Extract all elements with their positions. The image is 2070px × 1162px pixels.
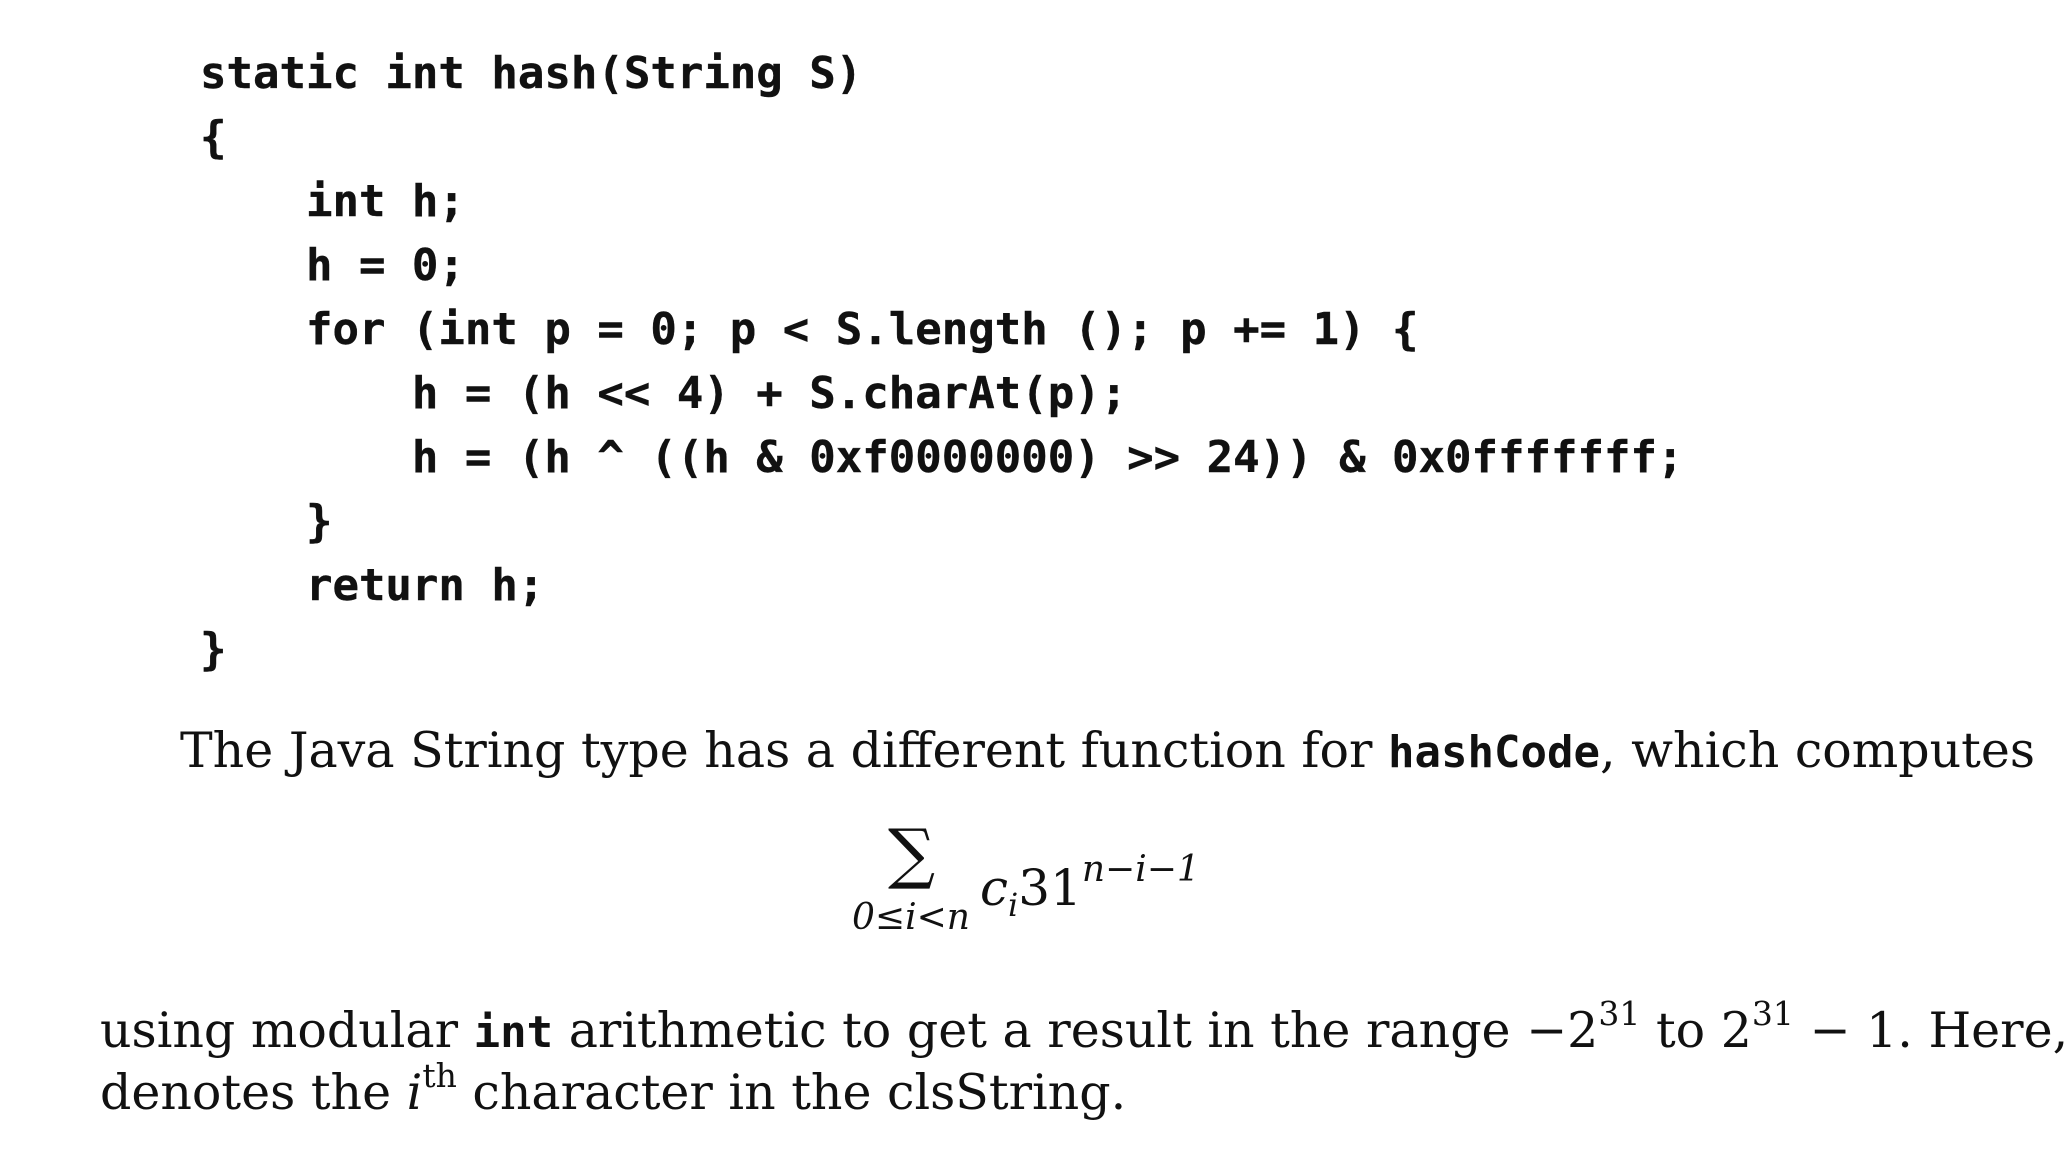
- code-line: {: [200, 112, 227, 163]
- sigma-symbol: ∑: [888, 815, 936, 892]
- exponent-31: 31: [1751, 994, 1794, 1033]
- exponent: n−i−1: [1081, 849, 1200, 890]
- paragraph-text: character in the clsString.: [456, 1064, 1127, 1121]
- inline-code-hashcode: hashCode: [1388, 727, 1600, 778]
- sum-subscript: 0≤i<n: [852, 897, 970, 938]
- code-line: static int hash(String S): [200, 48, 863, 99]
- paragraph-text: The Java String type has a different fun…: [180, 722, 1389, 779]
- code-line: return h;: [200, 560, 545, 611]
- paragraph-range-line2: denotes the ith character in the clsStri…: [100, 1059, 1127, 1124]
- paragraph-text: to 2: [1640, 1002, 1752, 1059]
- code-line: h = 0;: [200, 240, 465, 291]
- code-line: }: [200, 496, 333, 547]
- paragraph-text: , which computes: [1599, 722, 2036, 779]
- code-line: for (int p = 0; p < S.length (); p += 1)…: [200, 304, 1419, 355]
- inline-code-int: int: [473, 1007, 554, 1058]
- paragraph-text: using modular: [100, 1002, 474, 1059]
- sum-term: ci31n−i−1: [980, 840, 1200, 935]
- code-line: h = (h << 4) + S.charAt(p);: [200, 368, 1128, 419]
- code-line: int h;: [200, 176, 465, 227]
- code-block: static int hash(String S) { int h; h = 0;…: [200, 42, 1684, 682]
- paragraph-hashcode: The Java String type has a different fun…: [180, 720, 2035, 784]
- c-variable: c: [980, 859, 1009, 917]
- paragraph-range-line1: using modular int arithmetic to get a re…: [100, 997, 2070, 1078]
- th-superscript: th: [422, 1056, 457, 1095]
- sum-formula: ∑ 0≤i<n ci31n−i−1: [840, 815, 1220, 960]
- paragraph-text: − 1. Here,: [1793, 1002, 2070, 1059]
- base-number: 31: [1018, 859, 1082, 917]
- exponent-31: 31: [1598, 994, 1641, 1033]
- paragraph-text: denotes the: [100, 1064, 407, 1121]
- paragraph-text: arithmetic to get a result in the range …: [553, 1002, 1599, 1059]
- c-subscript: i: [1008, 886, 1019, 924]
- code-line: }: [200, 624, 227, 675]
- i-variable: i: [406, 1064, 423, 1121]
- code-line: h = (h ^ ((h & 0xf0000000) >> 24)) & 0x0…: [200, 432, 1684, 483]
